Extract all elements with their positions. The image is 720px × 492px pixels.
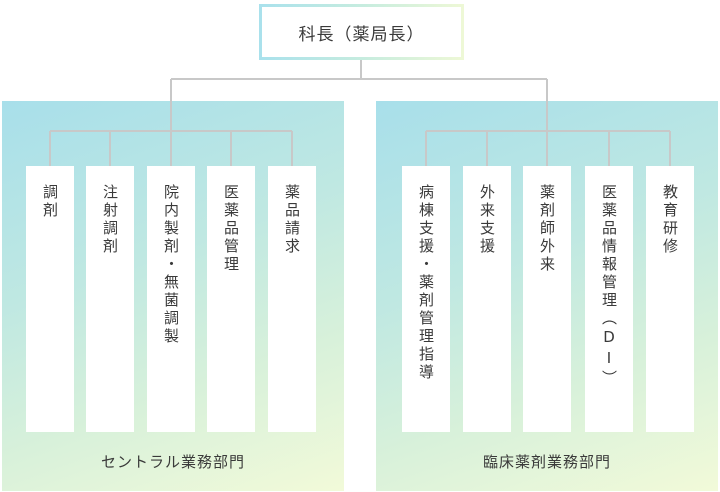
section-hospital-preparation-label: 院内製剤・無菌調製 xyxy=(162,184,180,346)
section-dispensing-label: 調剤 xyxy=(41,184,59,220)
section-drug-management-label: 医薬品管理 xyxy=(222,184,240,274)
section-hospital-preparation: 院内製剤・無菌調製 xyxy=(147,166,195,432)
section-dispensing: 調剤 xyxy=(26,166,74,432)
section-injection-dispensing-label: 注射調剤 xyxy=(101,184,119,256)
chief-box: 科長（薬局長） xyxy=(259,4,464,60)
clinical-department-label: 臨床薬剤業務部門 xyxy=(482,453,611,471)
section-drug-request: 薬品請求 xyxy=(268,166,316,432)
section-injection-dispensing: 注射調剤 xyxy=(86,166,134,432)
chief-title: 科長（薬局長） xyxy=(298,24,425,45)
section-education-training: 教育研修 xyxy=(646,166,694,432)
section-ward-support-label: 病棟支援・薬剤管理指導 xyxy=(417,184,435,382)
section-drug-request-label: 薬品請求 xyxy=(283,184,301,256)
section-drug-management: 医薬品管理 xyxy=(207,166,255,432)
section-pharmacist-outpatient: 薬剤師外来 xyxy=(523,166,571,432)
section-drug-information-label: 医薬品情報管理（DI） xyxy=(600,184,618,388)
central-department-label: セントラル業務部門 xyxy=(100,453,245,471)
section-outpatient-support: 外来支援 xyxy=(463,166,511,432)
section-ward-support: 病棟支援・薬剤管理指導 xyxy=(402,166,450,432)
section-education-training-label: 教育研修 xyxy=(661,184,679,256)
section-outpatient-support-label: 外来支援 xyxy=(478,184,496,256)
section-pharmacist-outpatient-label: 薬剤師外来 xyxy=(538,184,556,274)
section-drug-information: 医薬品情報管理（DI） xyxy=(585,166,633,432)
